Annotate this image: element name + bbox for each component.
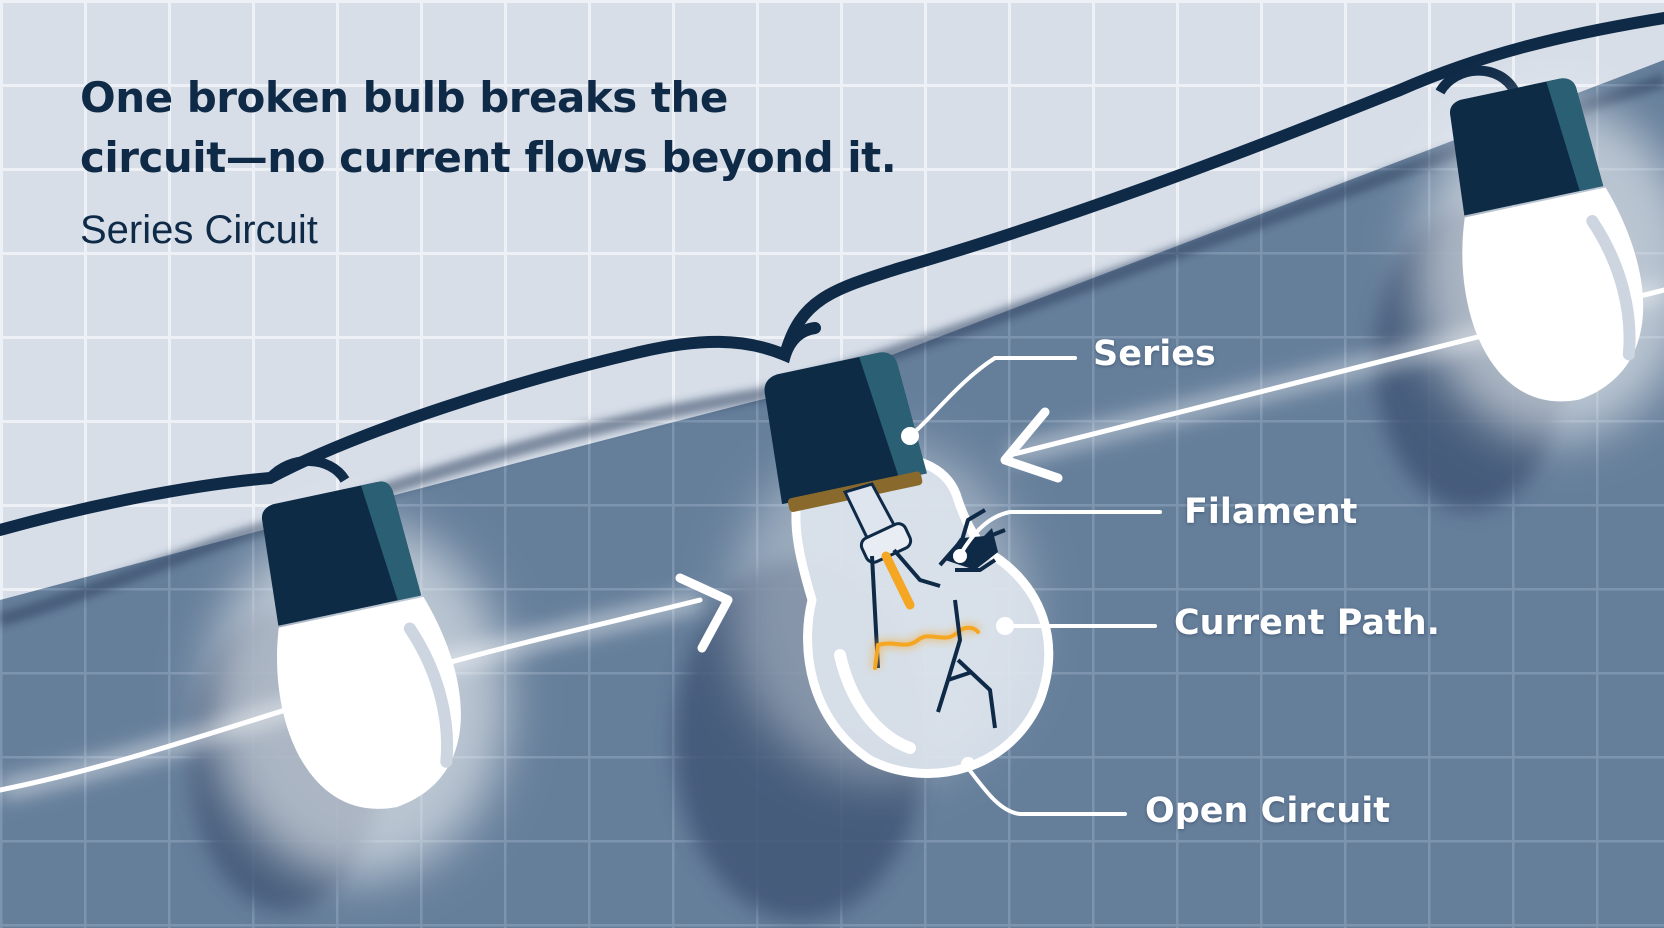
dot-filament: [953, 549, 967, 563]
glowing-bulb-icon: [208, 481, 508, 880]
glowing-bulb-icon: [1415, 78, 1664, 440]
wire-loop-right: [1435, 65, 1520, 95]
leader-series: [908, 356, 1077, 438]
headline-line-1: One broken bulb breaks the: [80, 73, 728, 122]
dot-series: [901, 427, 919, 445]
wire-shadow: [0, 73, 1664, 627]
broken-bulb-icon: [730, 352, 1054, 780]
dot-current-path: [996, 617, 1014, 635]
callout-dots: [901, 427, 1014, 771]
label-current-path: Current Path.: [1174, 603, 1440, 643]
headline-line-2: circuit—no current flows beyond it.: [80, 133, 897, 182]
label-filament: Filament: [1184, 492, 1358, 532]
wire-drop-middle: [779, 322, 821, 361]
wire-loop-left: [266, 456, 350, 483]
dot-open-circuit: [961, 757, 975, 771]
subtitle: Series Circuit: [80, 208, 318, 252]
leader-filament: [958, 510, 1162, 557]
headline: One broken bulb breaks the circuit—no cu…: [80, 68, 897, 188]
current-arrow-icon: [675, 573, 733, 653]
label-open-circuit: Open Circuit: [1145, 791, 1390, 831]
label-series: Series: [1093, 334, 1216, 374]
leader-open-circuit: [966, 766, 1127, 816]
callout-leaders: [908, 356, 1162, 816]
current-arrow-icon: [1000, 407, 1063, 483]
